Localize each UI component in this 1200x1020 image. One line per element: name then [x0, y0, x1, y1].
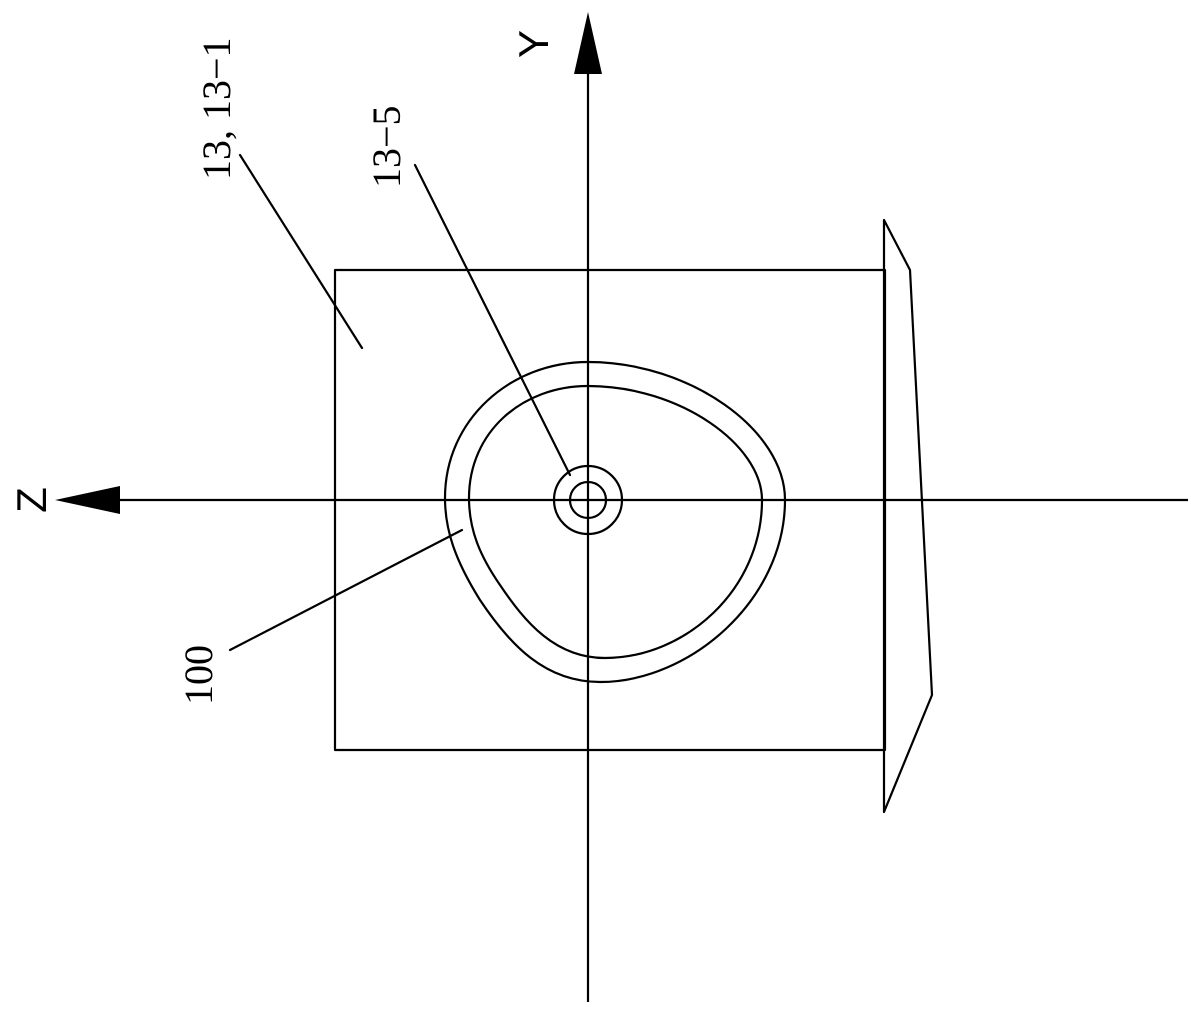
label-center-hole: 13−5 [364, 105, 409, 188]
z-axis-label: Z [8, 487, 55, 513]
leader-contour [228, 528, 464, 652]
leader-plate [238, 153, 364, 350]
label-contour: 100 [176, 645, 221, 705]
z-axis-arrowhead [55, 486, 120, 514]
y-axis-arrowhead [574, 12, 602, 74]
y-axis-label: Y [510, 30, 557, 58]
leader-center-hole [413, 163, 572, 477]
inner-contour [467, 384, 764, 660]
center-hole-inner [568, 480, 608, 520]
label-plate: 13, 13−1 [194, 37, 239, 180]
flange-outline [882, 218, 934, 814]
plate-rectangle [333, 268, 887, 752]
center-hole-outer [552, 464, 624, 536]
outer-contour [443, 360, 787, 684]
